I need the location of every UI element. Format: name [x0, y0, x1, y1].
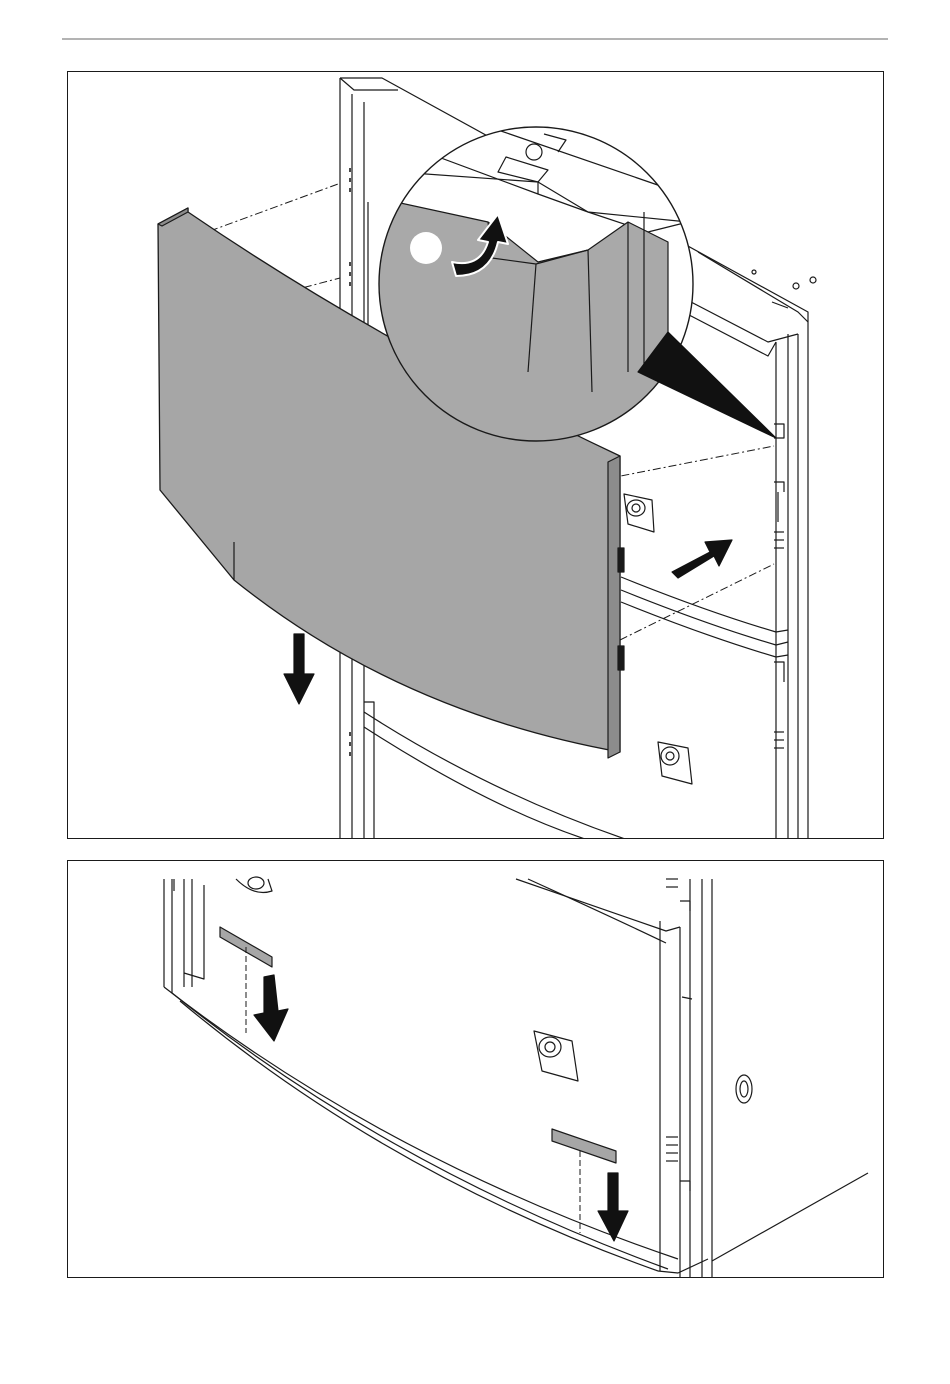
grip-hole-icon [236, 877, 272, 893]
arrow-right-icon [672, 540, 732, 578]
arrow-down-icon [598, 1173, 628, 1241]
grip-hole-icon [534, 1031, 578, 1081]
arrow-down-icon [284, 634, 314, 704]
panel-attach-bottom-rail [67, 860, 884, 1278]
grip-hole-icon [624, 494, 654, 532]
guide-lines [246, 947, 580, 1233]
header-rule [62, 38, 888, 40]
arrow-down-icon [254, 975, 288, 1041]
grip-hole-icon [658, 742, 692, 784]
grip-hole-icon [736, 1075, 752, 1103]
rail-strip-icon [552, 1129, 616, 1163]
panel-remove-front-cover [67, 71, 884, 839]
top-illustration [68, 72, 884, 839]
bottom-illustration [68, 861, 884, 1278]
appliance-lower-housing [164, 877, 868, 1278]
